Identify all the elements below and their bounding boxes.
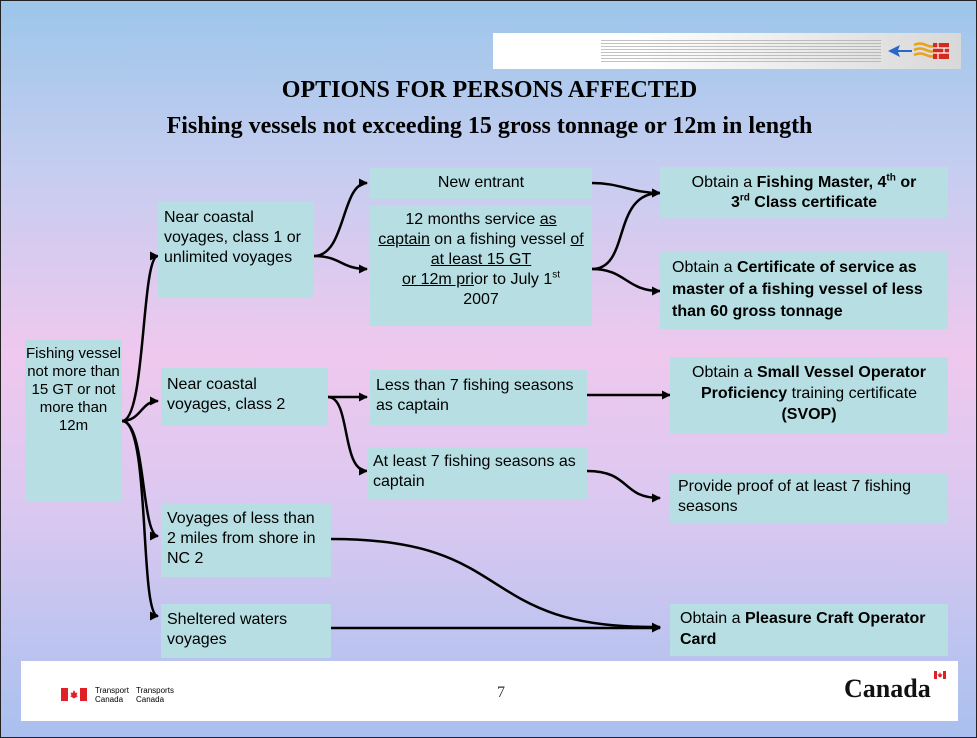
months-service-text-7: or to July 1	[473, 271, 553, 288]
dept-name-french-line2: Canada	[136, 695, 165, 704]
svop-text-2: Small Vessel Operator Proficiency	[700, 364, 926, 402]
new-entrant-label: New entrant	[437, 174, 525, 191]
fishing-master-box: Obtain a Fishing Master, 4th or 3rd Clas…	[660, 167, 948, 218]
sheltered-waters-box: Sheltered waters voyages	[161, 604, 331, 658]
less-than-2-miles-box: Voyages of less than 2 miles from shore …	[161, 503, 331, 577]
less-than-2-miles-label: Voyages of less than 2 miles from shore …	[167, 510, 316, 567]
canada-wordmark: Canada	[844, 674, 931, 703]
root-vessel-label: Fishing vessel not more than 15 GT or no…	[25, 345, 122, 434]
fishing-master-text-3: or	[895, 174, 917, 191]
proof-of-seasons-box: Provide proof of at least 7 fishing seas…	[670, 473, 948, 523]
proof-of-seasons-label: Provide proof of at least 7 fishing seas…	[678, 478, 912, 515]
fishing-master-sup-1: th	[886, 172, 896, 184]
months-service-text-2: as	[539, 211, 557, 228]
new-entrant-box: New entrant	[370, 168, 592, 199]
dept-name-french-line1: Transports	[136, 686, 174, 695]
near-coastal-class2-box: Near coastal voyages, class 2	[161, 368, 328, 426]
dept-name-french: Transports Canada	[136, 686, 174, 704]
months-service-box: 12 months service as captain on a fishin…	[370, 206, 592, 326]
at-least-7-seasons-box: At least 7 fishing seasons as captain	[367, 447, 587, 499]
pleasure-craft-box: Obtain a Pleasure Craft Operator Card	[670, 604, 948, 656]
svop-box: Obtain a Small Vessel Operator Proficien…	[670, 357, 948, 433]
root-vessel-box: Fishing vessel not more than 15 GT or no…	[25, 340, 122, 502]
near-coastal-class2-label: Near coastal voyages, class 2	[167, 376, 286, 413]
months-service-text-8: 2007	[463, 291, 499, 308]
page-subtitle: Fishing vessels not exceeding 15 gross t…	[166, 113, 813, 139]
svop-text-1: Obtain a	[692, 364, 757, 381]
canada-flag-icon	[61, 688, 87, 701]
dept-name-english-line2: Canada	[95, 695, 124, 704]
certificate-of-service-text-2: Certificate of service as master of a fi…	[672, 259, 923, 320]
header-lines-decoration	[601, 40, 881, 62]
near-coastal-class1-box: Near coastal voyages, class 1 or unlimit…	[158, 201, 314, 298]
canada-wordmark-flag-icon	[934, 671, 946, 679]
months-service-text-3: captain	[378, 231, 430, 248]
at-least-7-seasons-label: At least 7 fishing seasons as captain	[373, 453, 576, 490]
fishing-master-text-5: Class certificate	[749, 194, 878, 211]
months-service-text-4: on a fishing vessel	[429, 231, 571, 248]
fishing-master-text-1: Obtain a	[691, 174, 757, 191]
dept-name-english: Transport Canada	[95, 686, 129, 704]
footer	[21, 661, 958, 721]
svop-text-3: training certificate	[787, 385, 918, 402]
sheltered-waters-label: Sheltered waters voyages	[167, 611, 288, 648]
months-service-text-5: of at least 15 GT	[430, 231, 584, 268]
months-service-sup: st	[552, 269, 561, 281]
page-number: 7	[497, 684, 505, 701]
less-than-7-seasons-label: Less than 7 fishing seasons as captain	[376, 377, 574, 414]
certificate-of-service-text-1: Obtain a	[672, 259, 737, 276]
fishing-master-sup-2: rd	[739, 192, 750, 204]
months-service-text-1: 12 months service	[405, 211, 540, 228]
fishing-master-text-4: 3	[730, 194, 740, 211]
transport-logo-icon	[888, 42, 949, 59]
months-service-text-6: or 12m pri	[401, 271, 474, 288]
pleasure-craft-text-2: Pleasure Craft Operator Card	[680, 610, 926, 648]
fishing-master-text-2: Fishing Master, 4	[756, 174, 887, 191]
page-title: OPTIONS FOR PERSONS AFFECTED	[281, 77, 698, 103]
certificate-of-service-box: Obtain a Certificate of service as maste…	[660, 251, 948, 329]
near-coastal-class1-label: Near coastal voyages, class 1 or unlimit…	[164, 209, 301, 266]
pleasure-craft-text-1: Obtain a	[680, 610, 745, 627]
dept-name-english-line1: Transport	[95, 686, 129, 695]
svop-text-4: (SVOP)	[781, 406, 837, 423]
less-than-7-seasons-box: Less than 7 fishing seasons as captain	[370, 370, 587, 425]
